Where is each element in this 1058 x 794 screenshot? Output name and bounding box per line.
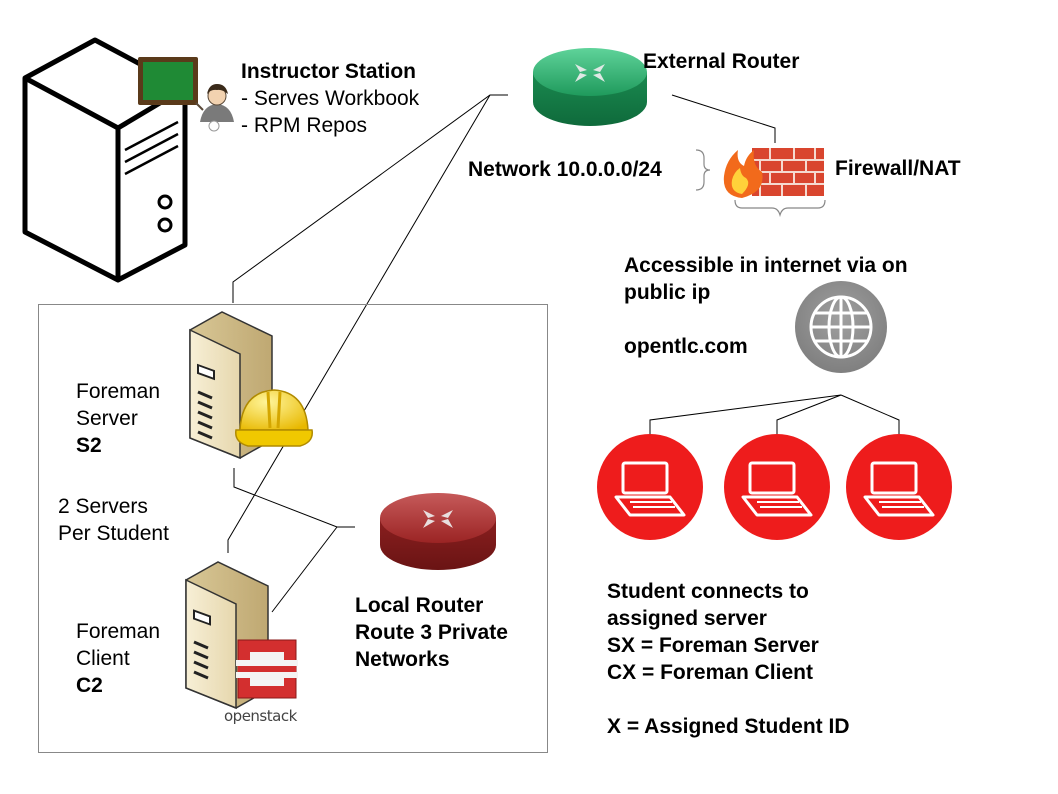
local-router-line-1: Local Router [355, 594, 484, 617]
link-server-to-local-router [233, 468, 355, 528]
student-line-1: Student connects to [607, 580, 809, 603]
servers-note-line-1: 2 Servers [58, 495, 148, 518]
internet-line-2: public ip [624, 281, 711, 304]
domain-label: opentlc.com [624, 335, 748, 358]
foreman-server-line-1: Foreman [76, 380, 161, 403]
student-line-3: SX = Foreman Server [607, 634, 819, 657]
foreman-server-line-2: Server [76, 407, 138, 430]
student-line-4: CX = Foreman Client [607, 661, 813, 684]
instructor-line-2: - RPM Repos [241, 114, 368, 137]
laptop-icon [846, 434, 952, 540]
student-info-label: Student connects to assigned server SX =… [607, 578, 819, 686]
openstack-logo-icon [236, 639, 298, 699]
laptop-icon [597, 434, 703, 540]
foreman-client-label: Foreman Client C2 [76, 618, 160, 699]
local-router-label: Local Router Route 3 Private Networks [355, 592, 508, 673]
instructor-station-label: Instructor Station - Serves Workbook - R… [241, 58, 419, 139]
student-line-2: assigned server [607, 607, 767, 630]
link-globe-to-laptop-1 [649, 394, 842, 442]
laptop-icon [724, 434, 830, 540]
link-router-to-foreman-server [232, 94, 508, 303]
router-icon [533, 48, 647, 126]
internet-access-label: Accessible in internet via on public ip [624, 252, 908, 306]
local-router-line-2: Route 3 Private [355, 621, 508, 644]
student-environment-box [38, 304, 548, 753]
link-client-to-local-router [271, 526, 338, 613]
firewall-icon [752, 148, 824, 196]
network-brace [695, 149, 711, 191]
firewall-brace [734, 199, 826, 218]
link-router-to-firewall [671, 94, 776, 143]
instructor-person-icon [195, 84, 234, 132]
foreman-client-line-2: Client [76, 647, 130, 670]
network-label: Network 10.0.0.0/24 [468, 158, 662, 181]
link-globe-to-laptop-2 [776, 394, 842, 440]
foreman-client-id: C2 [76, 674, 103, 697]
instructor-title: Instructor Station [241, 60, 417, 83]
student-id-label: X = Assigned Student ID [607, 715, 850, 738]
internet-line-1: Accessible in internet via on [624, 254, 908, 277]
link-globe-to-laptop-3 [840, 394, 900, 440]
servers-note-label: 2 Servers Per Student [58, 493, 169, 547]
instructor-line-1: - Serves Workbook [241, 87, 420, 110]
rack-server-icon [185, 561, 269, 710]
foreman-server-label: Foreman Server S2 [76, 378, 160, 459]
external-router-label: External Router [643, 50, 800, 73]
openstack-logo-text: openstack [224, 707, 297, 725]
foreman-client-line-1: Foreman [76, 620, 161, 643]
globe-icon [795, 281, 887, 373]
link-router-to-foreman-client [227, 94, 491, 553]
hard-hat-icon [235, 389, 313, 447]
chalkboard-icon [138, 57, 198, 105]
local-router-line-3: Networks [355, 648, 450, 671]
flame-icon [723, 150, 763, 198]
router-icon [380, 493, 496, 570]
foreman-server-id: S2 [76, 434, 102, 457]
firewall-label: Firewall/NAT [835, 157, 961, 180]
servers-note-line-2: Per Student [58, 522, 169, 545]
